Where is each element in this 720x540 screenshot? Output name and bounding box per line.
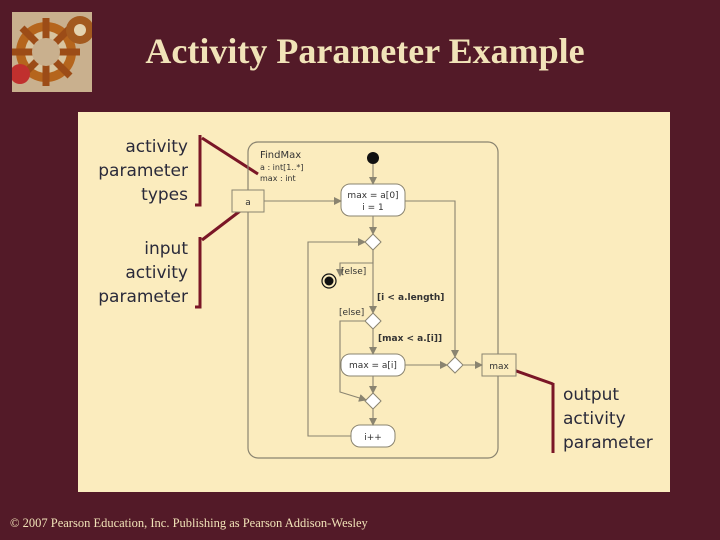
guard-loop: [i < a.length]	[377, 293, 444, 303]
final-node-outer	[321, 273, 337, 289]
activity-frame	[247, 141, 499, 459]
assign-action-label: max = a[i]	[349, 361, 397, 371]
gears-logo	[12, 12, 92, 92]
incr-action-label: i++	[364, 433, 382, 443]
pointer-input	[201, 206, 245, 242]
fork-node	[446, 356, 464, 374]
decision-node-2	[364, 312, 382, 330]
annotation-input-line-1: input	[144, 239, 188, 259]
annotation-types-line-1: activity	[125, 137, 188, 157]
param-a: a : int[1..*]	[260, 163, 304, 172]
edge-incr-loop-back	[307, 238, 366, 437]
edge-decision2-else	[339, 320, 367, 402]
decision-node-1	[364, 233, 382, 251]
annotation-output-line-1: output	[563, 385, 620, 405]
annotation-input: input activity parameter	[78, 237, 188, 309]
annotation-input-line-2: activity	[125, 263, 188, 283]
annotation-types: activity parameter types	[78, 135, 188, 207]
slide-title: Activity Parameter Example	[145, 31, 585, 71]
param-max: max : int	[260, 174, 296, 183]
init-action-line-2: i = 1	[362, 203, 384, 213]
activity-name: FindMax	[260, 150, 301, 161]
annotation-output: output activity parameter	[563, 383, 673, 455]
merge-node	[364, 392, 382, 410]
initial-node	[367, 152, 379, 164]
annotation-types-line-2: parameter	[98, 161, 188, 181]
guard-max: [max < a.[i]]	[378, 334, 442, 344]
annotation-output-line-3: parameter	[563, 433, 653, 453]
final-node-inner	[324, 276, 334, 286]
annotation-types-line-3: types	[141, 185, 188, 205]
guard-else-2: [else]	[339, 308, 364, 318]
annotation-output-line-2: activity	[563, 409, 626, 429]
bracket-types	[195, 135, 202, 207]
output-pin-label: max	[489, 362, 509, 372]
pointer-types	[201, 136, 259, 176]
input-pin-label: a	[245, 198, 251, 208]
edge-init-max-to-fork	[405, 200, 459, 358]
init-action-line-1: max = a[0]	[347, 191, 398, 201]
copyright-footer: © 2007 Pearson Education, Inc. Publishin…	[10, 516, 368, 530]
guard-else-1: [else]	[341, 267, 366, 277]
bracket-input	[195, 237, 202, 309]
annotation-input-line-3: parameter	[98, 287, 188, 307]
